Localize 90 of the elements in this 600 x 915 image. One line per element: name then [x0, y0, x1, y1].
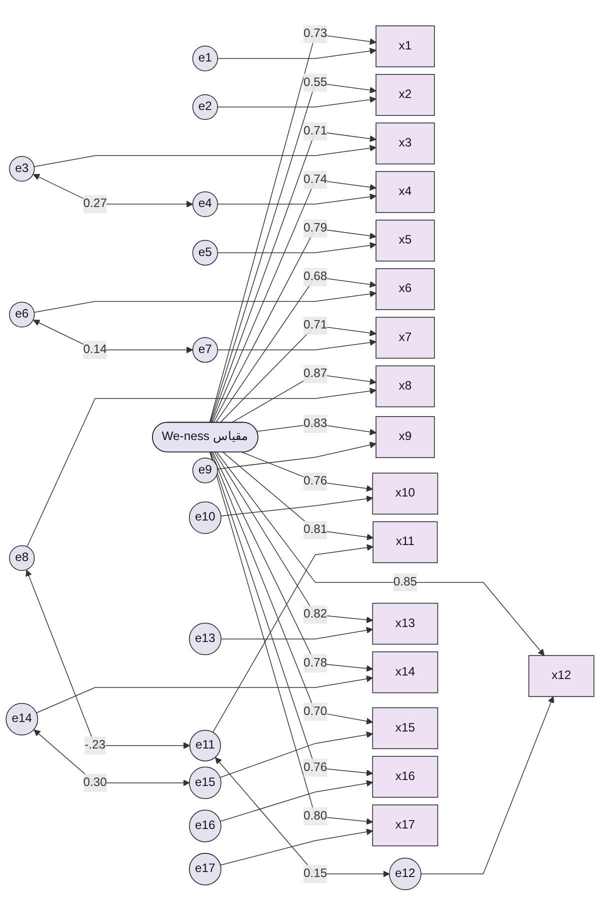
node-circle: e2 — [192, 94, 218, 120]
node-box: x7 — [376, 316, 435, 359]
arrow — [220, 627, 373, 640]
node-circle: e6 — [9, 302, 35, 328]
edge-label: -.23 — [84, 738, 106, 752]
edge-label: 0.68 — [303, 270, 328, 284]
arrow — [231, 374, 376, 424]
node-box: x14 — [372, 652, 438, 694]
arrow — [212, 452, 373, 672]
node-circle: e15 — [188, 766, 222, 800]
arrow — [256, 424, 376, 436]
arrow — [26, 570, 190, 749]
arrow — [242, 452, 373, 492]
arrow — [33, 320, 194, 354]
node-circle: e5 — [192, 240, 218, 266]
node-box: x11 — [372, 521, 438, 564]
node-circle: e9 — [192, 458, 218, 484]
edge-label: 0.27 — [83, 197, 107, 210]
node-box: x17 — [372, 804, 438, 846]
edge-label: 0.30 — [83, 776, 107, 789]
node-box: x8 — [376, 366, 435, 408]
edge-label: 0.70 — [303, 705, 328, 718]
node-box: x1 — [376, 26, 435, 68]
arrow — [215, 757, 390, 878]
arrow — [34, 730, 190, 786]
node-circle: e17 — [188, 853, 222, 886]
node-circle: e12 — [388, 858, 422, 890]
edge-label: 0.76 — [303, 474, 328, 488]
node-circle: e16 — [188, 810, 222, 842]
edge-label: 0.81 — [303, 523, 328, 536]
edge-label: 0.87 — [303, 367, 328, 380]
arrow — [26, 388, 376, 548]
node-circle: e11 — [189, 730, 221, 762]
arrow — [222, 452, 374, 540]
node-box: x10 — [372, 472, 438, 515]
arrow — [215, 276, 376, 424]
arrow — [34, 144, 376, 168]
arrow — [212, 544, 374, 733]
arrow — [212, 180, 376, 424]
node-circle: e1 — [192, 46, 218, 72]
arrow — [220, 732, 373, 778]
node-box: x4 — [376, 171, 435, 213]
node-box: x2 — [376, 74, 435, 116]
arrow — [33, 174, 194, 208]
arrow — [220, 325, 376, 424]
node-box: x5 — [376, 220, 435, 262]
edge-label: 0.74 — [303, 173, 328, 186]
node-circle: e14 — [6, 703, 38, 736]
arrow — [220, 780, 373, 822]
arrow — [36, 676, 373, 714]
arrow — [217, 442, 376, 470]
node-circle: e4 — [192, 191, 218, 218]
node-box: x9 — [376, 416, 435, 458]
edge-label: 0.55 — [303, 76, 328, 89]
node-circle: e8 — [9, 545, 35, 571]
arrow — [217, 48, 376, 59]
node-box: x13 — [372, 602, 438, 645]
arrow — [214, 452, 373, 624]
node-box: x16 — [372, 756, 438, 798]
node-box: x6 — [376, 268, 435, 310]
edge-label: 0.71 — [303, 124, 328, 138]
arrow — [220, 496, 373, 516]
arrow — [217, 194, 376, 205]
arrow — [212, 228, 376, 424]
node-circle: e3 — [9, 156, 35, 182]
edge-label: 0.80 — [303, 810, 328, 822]
edge-label: 0.82 — [303, 608, 328, 621]
node-circle: e7 — [192, 337, 218, 363]
arrow — [211, 452, 373, 725]
node-box: x12 — [528, 655, 594, 697]
arrow — [420, 696, 554, 874]
arrow — [217, 339, 376, 350]
arrow — [217, 242, 376, 254]
edge-label: 0.85 — [393, 576, 418, 589]
node-box: x15 — [372, 707, 438, 750]
node-circle: e13 — [188, 622, 222, 656]
arrow — [217, 96, 376, 108]
edge-label: 0.73 — [303, 27, 328, 40]
arrow — [220, 828, 373, 866]
node-box: x3 — [376, 122, 435, 164]
edge-label: 0.15 — [303, 867, 328, 880]
arrow — [34, 290, 376, 313]
arrow — [216, 452, 545, 656]
edge-label: 0.83 — [303, 417, 328, 430]
edge-label: 0.71 — [303, 318, 328, 332]
edge-label: 0.78 — [303, 656, 328, 670]
edge-label: 0.79 — [303, 222, 328, 235]
edge-label: 0.76 — [303, 760, 328, 774]
edge-label: 0.14 — [83, 343, 107, 356]
node-circle: e10 — [188, 502, 222, 534]
